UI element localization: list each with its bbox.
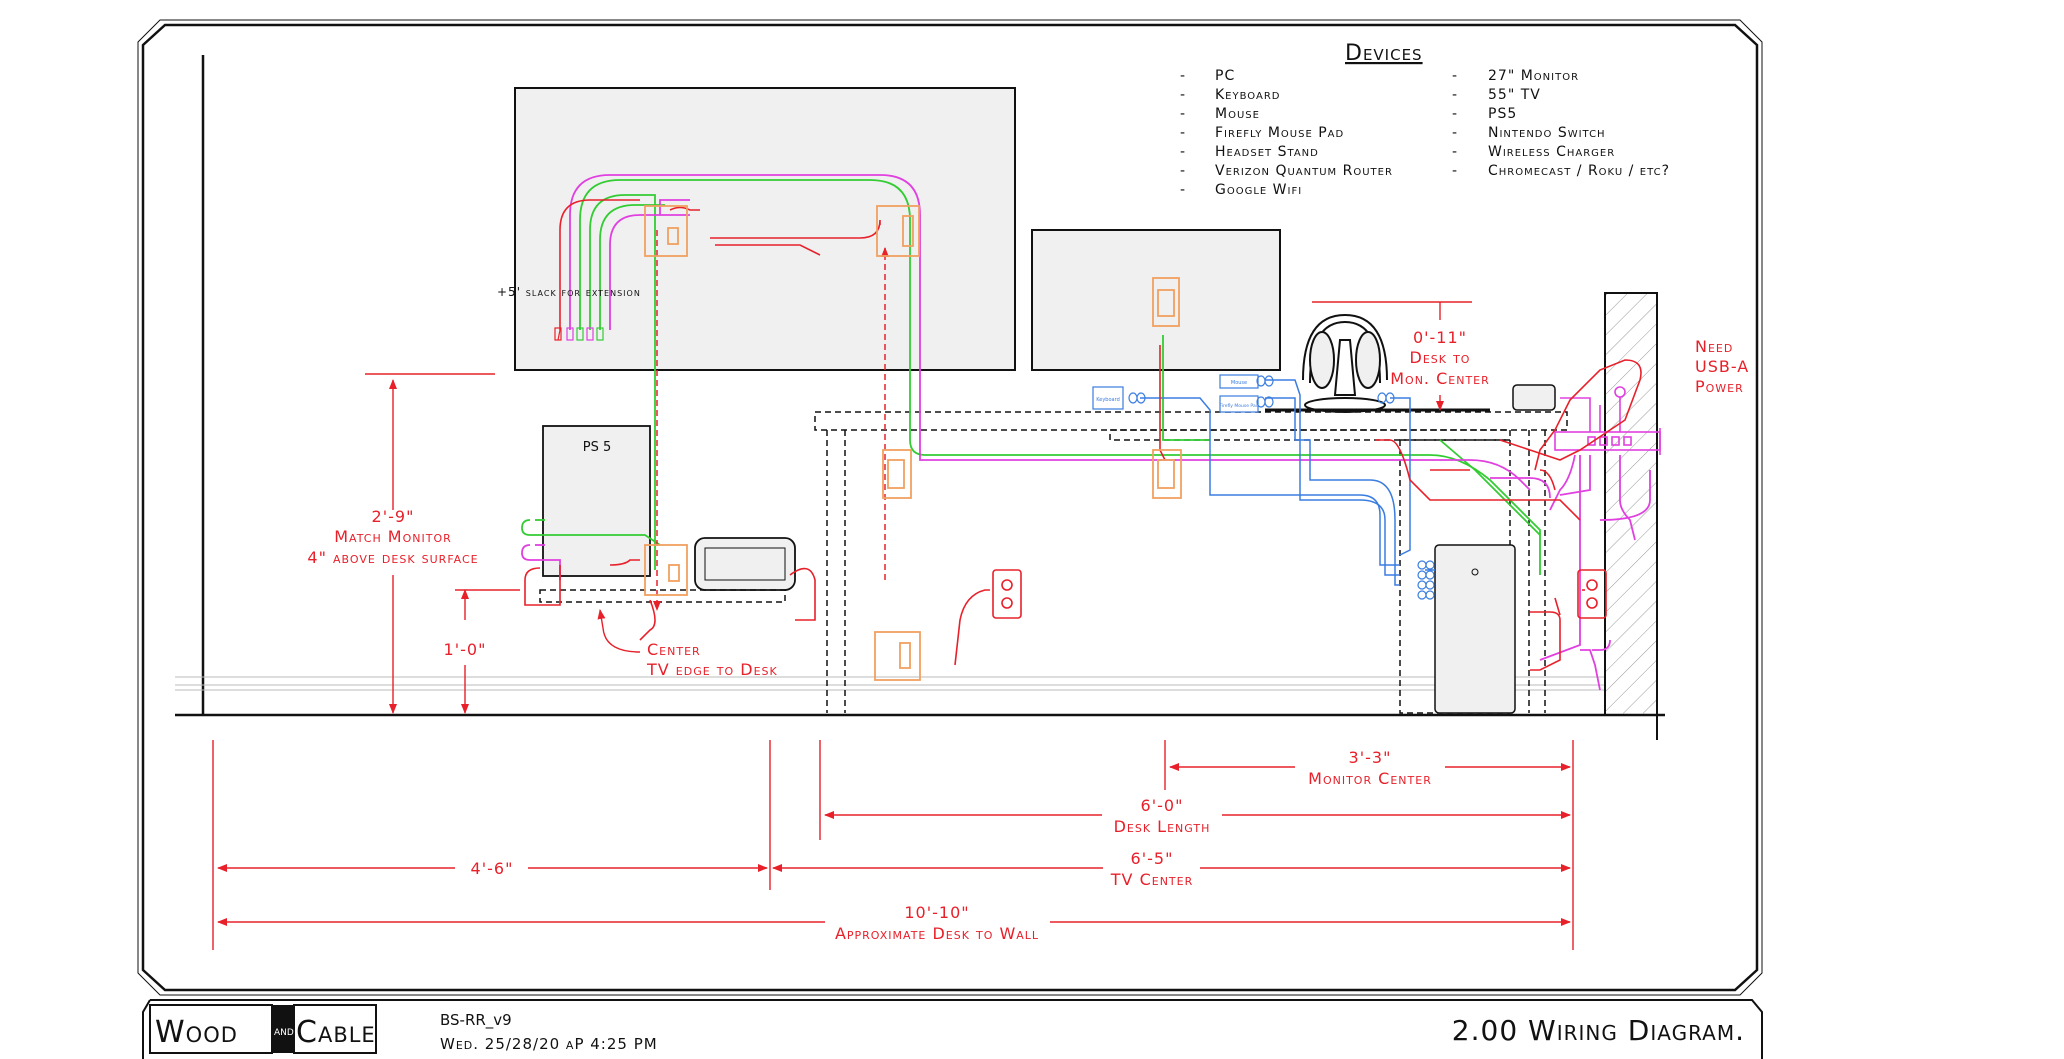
- device-bullet: -: [1180, 125, 1185, 141]
- device-item: Google Wifi: [1215, 182, 1302, 198]
- room-structure: [175, 55, 1665, 740]
- bottom-dimensions: [212, 740, 1574, 950]
- device-bullet: -: [1180, 68, 1185, 84]
- device-item: Nintendo Switch: [1488, 125, 1606, 141]
- device-item: Mouse: [1215, 106, 1260, 122]
- device-item: PS5: [1488, 106, 1517, 122]
- power-label: Power: [1695, 377, 1744, 396]
- slack-label: +5' slack for extension: [497, 285, 641, 299]
- outlets: [644, 205, 1182, 681]
- device-item: Verizon Quantum Router: [1215, 163, 1393, 179]
- svg-text:Firefly Mouse Pad: Firefly Mouse Pad: [1219, 403, 1258, 409]
- monitor-center-value: 3'-3": [1349, 748, 1392, 767]
- device-bullet: -: [1452, 163, 1457, 179]
- nintendo-switch: [694, 537, 796, 591]
- device-item: PC: [1215, 68, 1235, 84]
- logo-cable: Cable: [296, 1015, 376, 1050]
- mon-center: Mon. Center: [1390, 369, 1490, 388]
- logo-and: AND: [274, 1028, 294, 1038]
- usba-label: USB-A: [1695, 357, 1749, 376]
- device-item: 55" TV: [1488, 87, 1541, 103]
- file-name: BS-RR_v9: [440, 1011, 512, 1030]
- tv-edge-label: TV edge to Desk: [646, 660, 778, 679]
- device-bullet: -: [1180, 163, 1185, 179]
- monitor: [1031, 229, 1281, 371]
- device-bullet: -: [1452, 87, 1457, 103]
- peripheral-tags: Keyboard Mouse Firefly Mouse Pad: [1092, 374, 1435, 600]
- sheet-title: 2.00 Wiring Diagram.: [1452, 1014, 1745, 1047]
- blue-cables: [1140, 379, 1435, 586]
- svg-text:Keyboard: Keyboard: [1096, 397, 1120, 403]
- pc-tower: [1434, 544, 1516, 714]
- ps5: [542, 425, 651, 577]
- device-bullet: -: [1180, 182, 1185, 198]
- desk-to-wall-label: Approximate Desk to Wall: [835, 924, 1039, 943]
- router: [1512, 384, 1556, 411]
- center-leader: [597, 609, 641, 653]
- device-bullet: -: [1452, 144, 1457, 160]
- desk-to: Desk to: [1410, 348, 1471, 367]
- device-bullet: -: [1180, 87, 1185, 103]
- monitor-center-label: Monitor Center: [1308, 769, 1432, 788]
- device-item: Headset Stand: [1215, 144, 1319, 160]
- dim-2-9: 2'-9": [372, 507, 415, 526]
- shelf: [539, 589, 786, 603]
- dim-desk-to-monitor: [1312, 301, 1472, 411]
- headset-stand: [1302, 313, 1388, 413]
- device-item: Firefly Mouse Pad: [1215, 125, 1344, 141]
- dim-tv-height: [365, 373, 520, 714]
- device-bullet: -: [1452, 125, 1457, 141]
- devices-title: Devices: [1345, 41, 1423, 66]
- tv-center-value: 6'-5": [1131, 849, 1174, 868]
- tv-cable-ends: [554, 327, 604, 341]
- need-label: Need: [1695, 337, 1733, 356]
- desk-length-value: 6'-0": [1141, 796, 1184, 815]
- ps5-label: PS 5: [583, 440, 612, 455]
- device-item: Keyboard: [1215, 87, 1280, 103]
- desk-length-label: Desk Length: [1114, 817, 1211, 836]
- wall-outlets-red: [992, 569, 1607, 619]
- dim-4-6: 4'-6": [471, 859, 514, 878]
- device-bullet: -: [1180, 144, 1185, 160]
- device-bullet: -: [1180, 106, 1185, 122]
- dim-1-0: 1'-0": [444, 640, 487, 659]
- tv-center-label: TV Center: [1110, 870, 1193, 889]
- device-bullet: -: [1452, 68, 1457, 84]
- desk-to-wall-value: 10'-10": [904, 903, 969, 922]
- match-monitor: Match Monitor: [334, 527, 452, 546]
- magenta-cables: [521, 174, 1651, 691]
- logo-wood: Wood: [155, 1015, 238, 1050]
- center-label: Center: [647, 640, 701, 659]
- svg-text:Mouse: Mouse: [1231, 380, 1247, 386]
- file-date: Wed. 25/28/20 aP 4:25 PM: [440, 1035, 658, 1053]
- drawing-frame: [137, 19, 1763, 996]
- above-desk: 4" above desk surface: [307, 548, 478, 567]
- device-item: Wireless Charger: [1488, 144, 1615, 160]
- dim-0-11: 0'-11": [1413, 328, 1467, 347]
- title-block: [142, 999, 1763, 1059]
- device-item: 27" Monitor: [1488, 68, 1579, 84]
- tv: [514, 87, 1016, 371]
- device-item: Chromecast / Roku / etc?: [1488, 163, 1670, 179]
- devices-list-col1: - PC - Keyboard - Mouse - Firefly Mouse Pad - Hea…: [1180, 68, 1393, 198]
- device-bullet: -: [1452, 106, 1457, 122]
- devices-list-col2: - 27" Monitor - 55" TV - PS5 - Nintendo Switch -…: [1452, 68, 1670, 179]
